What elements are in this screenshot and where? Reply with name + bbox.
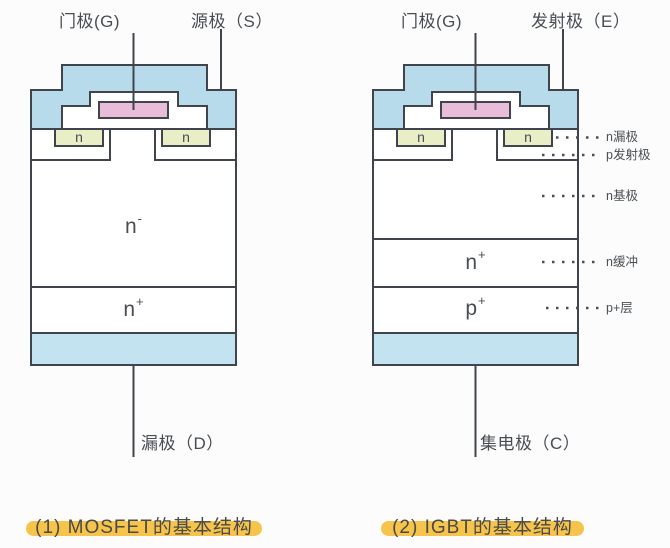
mosfet-body-region: [30, 128, 237, 366]
mosfet-drain-label: 漏极（D）: [141, 434, 224, 453]
mosfet-drift-region-base: n: [124, 215, 137, 238]
igbt-side-label-n-drain: n漏极: [606, 130, 638, 144]
mosfet-substrate-region-base: n: [123, 298, 136, 321]
igbt-n-region-right-label: n: [524, 129, 532, 145]
igbt-buffer-region-sup: +: [478, 247, 486, 262]
mosfet-left-well-outline: [31, 129, 111, 161]
mosfet-drift-region-label: n-: [113, 211, 154, 239]
igbt-injection-region-base: p: [465, 297, 478, 320]
mosfet-substrate-region-sup: +: [136, 294, 144, 309]
mosfet-caption: (1) MOSFET的基本结构: [35, 517, 253, 538]
mosfet-drift-region-sup: -: [137, 211, 143, 226]
mosfet-source-label: 源极（S）: [191, 12, 273, 31]
mosfet-diagram: [30, 29, 237, 457]
igbt-side-label-p-emitter: p发射极: [606, 148, 651, 162]
igbt-right-well-outline: [496, 129, 578, 161]
igbt-left-well-outline: [373, 129, 453, 161]
mosfet-n-source-right-label: n: [182, 129, 190, 145]
igbt-emitter-label: 发射极（E）: [531, 12, 631, 31]
igbt-collector-label: 集电极（C）: [480, 434, 581, 453]
igbt-diagram: [372, 29, 601, 457]
igbt-body-region: [372, 128, 579, 366]
igbt-caption: (2) IGBT的基本结构: [392, 517, 573, 538]
igbt-caption-highlight: [381, 521, 584, 536]
mosfet-substrate-region-label: n+: [113, 294, 154, 322]
igbt-n-region-left-label: n: [417, 129, 425, 145]
mosfet-caption-highlight: [26, 521, 262, 536]
mosfet-gate-label: 门极(G): [59, 12, 121, 31]
igbt-injection-region-label: p+: [455, 293, 496, 321]
igbt-collector-metal-layer: [372, 332, 579, 366]
igbt-gate-label: 门极(G): [401, 12, 463, 31]
igbt-injection-region-sup: +: [478, 293, 486, 308]
mosfet-right-well-outline: [154, 129, 236, 161]
igbt-side-label-n-base: n基极: [606, 189, 638, 203]
igbt-side-label-n-buffer: n缓冲: [606, 255, 638, 269]
igbt-buffer-region-base: n: [465, 251, 478, 274]
mosfet-drain-metal-layer: [30, 332, 237, 366]
igbt-buffer-region-label: n+: [455, 247, 496, 275]
mosfet-n-source-left-label: n: [75, 129, 83, 145]
igbt-side-label-p-plus-layer: p+层: [606, 301, 633, 315]
